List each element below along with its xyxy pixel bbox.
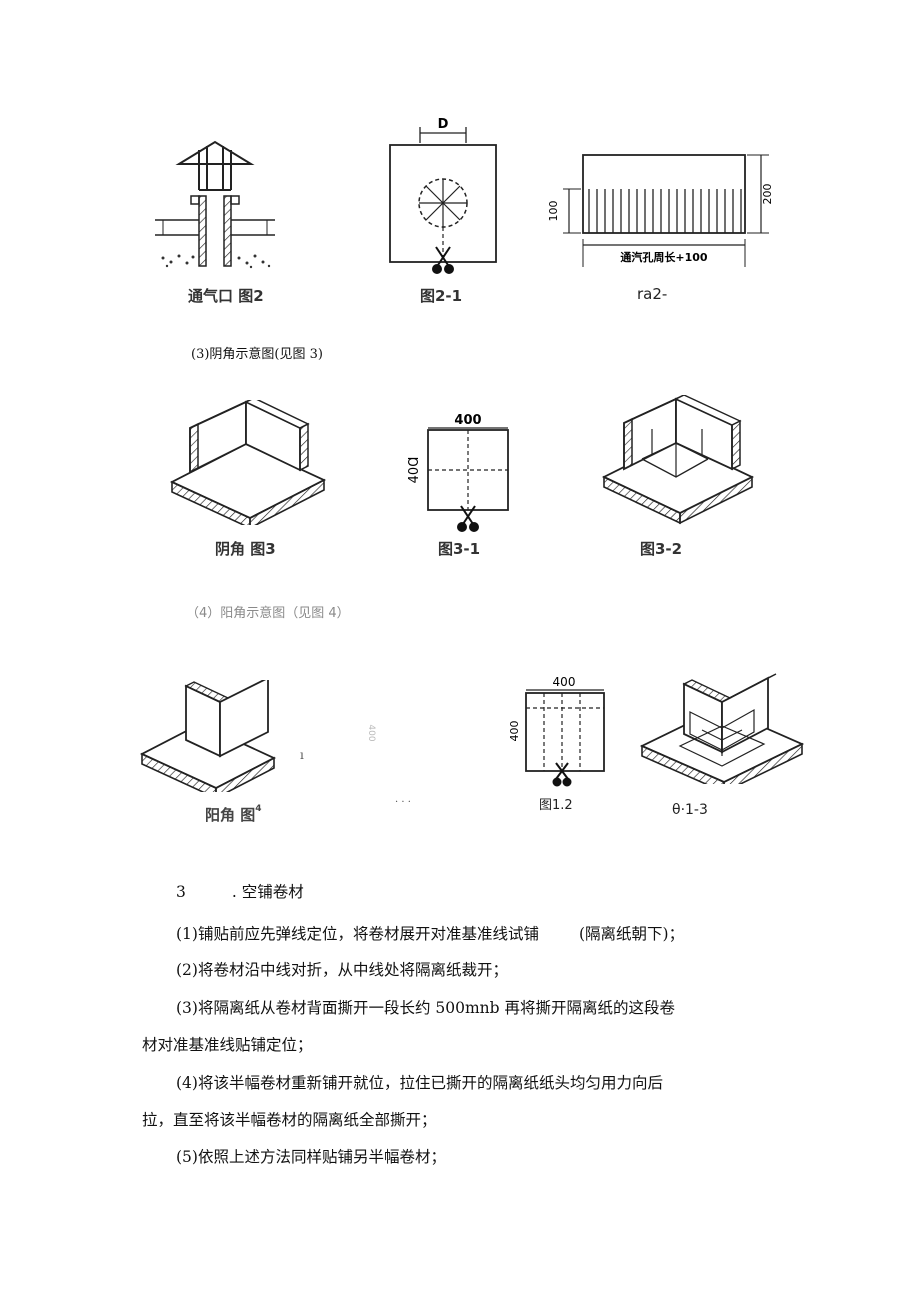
inside-corner-applied-figure (601, 395, 755, 525)
figure-caption-theta: θ·1-3 (672, 802, 708, 818)
section-number: 3 (176, 883, 186, 901)
svg-text:400: 400 (366, 724, 376, 741)
paragraph-1: (1)铺贴前应先弹线定位，将卷材展开对准基准线试铺(隔离纸朝下)； (176, 925, 685, 943)
paragraph-4-cont: 拉，直至将该半幅卷材的隔离纸全部撕开； (142, 1111, 437, 1129)
scissors-icon (457, 505, 479, 532)
inside-corner-template-figure: 400 40Ɑ (408, 413, 509, 532)
figure-caption-2-1: 图2-1 (420, 287, 463, 305)
fragment-mark: ı (300, 748, 304, 762)
figure-caption-1-2: 图1.2 (539, 798, 573, 813)
scissors-icon (552, 762, 572, 787)
outside-corner-applied-figure (639, 673, 805, 784)
figure-caption-outside-corner: 阳角 图4 (205, 804, 262, 825)
dim-400-top: 400 (454, 413, 481, 428)
caption-text: 阳角 图 (205, 806, 256, 824)
dim-200-label: 200 (761, 184, 774, 205)
paragraph-4: (4)将该半幅卷材重新铺开就位，拉住已撕开的隔离纸纸头均匀用力向后 (176, 1074, 663, 1092)
perimeter-label: 通汽孔周长+100 (620, 250, 708, 264)
figure-caption-ra2: ra2- (637, 285, 668, 303)
fragment-dots: · · · (395, 797, 411, 808)
faint-dimension-fragment: 400 (366, 724, 376, 741)
inside-corner-figure (169, 400, 327, 525)
vent-detail-figure (155, 140, 275, 269)
caption-tail: 4 (255, 804, 262, 814)
dim-d-label: D (438, 117, 449, 132)
dim-100-label: 100 (547, 201, 560, 222)
vent-cut-template-figure: D (389, 117, 497, 274)
figure-caption-inside-corner: 阴角 图3 (215, 540, 276, 558)
paragraph-5: (5)依照上述方法同样贴铺另半幅卷材； (176, 1148, 446, 1166)
figure-caption-3-2: 图3-2 (640, 540, 683, 558)
vent-strip-figure: 100 200 通汽孔周长+100 (547, 154, 774, 267)
note-outside-corner: （4）阳角示意图（见图 4） (186, 606, 350, 621)
dim-400-top: 400 (553, 675, 576, 689)
scissors-icon (432, 246, 454, 274)
figure-caption-vent: 通气口 图2 (188, 287, 264, 305)
paragraph-3: (3)将隔离纸从卷材背面撕开一段长约 500mnb 再将撕开隔离纸的这段卷 (176, 999, 675, 1017)
paragraph-3-cont: 材对准基准线贴铺定位； (142, 1036, 313, 1054)
dim-400-left: 400 (510, 721, 521, 742)
figure-caption-3-1: 图3-1 (438, 540, 481, 558)
outside-corner-figure (139, 680, 277, 792)
dim-400-left: 40Ɑ (408, 457, 422, 484)
section-title: . 空铺卷材 (231, 883, 304, 901)
outside-corner-template-figure: 400 400 (510, 675, 605, 787)
section-heading: 3 . 空铺卷材 (176, 883, 304, 902)
paragraph-2: (2)将卷材沿中线对折，从中线处将隔离纸裁开； (176, 961, 508, 979)
note-inside-corner: (3)阴角示意图(见图 3) (191, 347, 323, 362)
